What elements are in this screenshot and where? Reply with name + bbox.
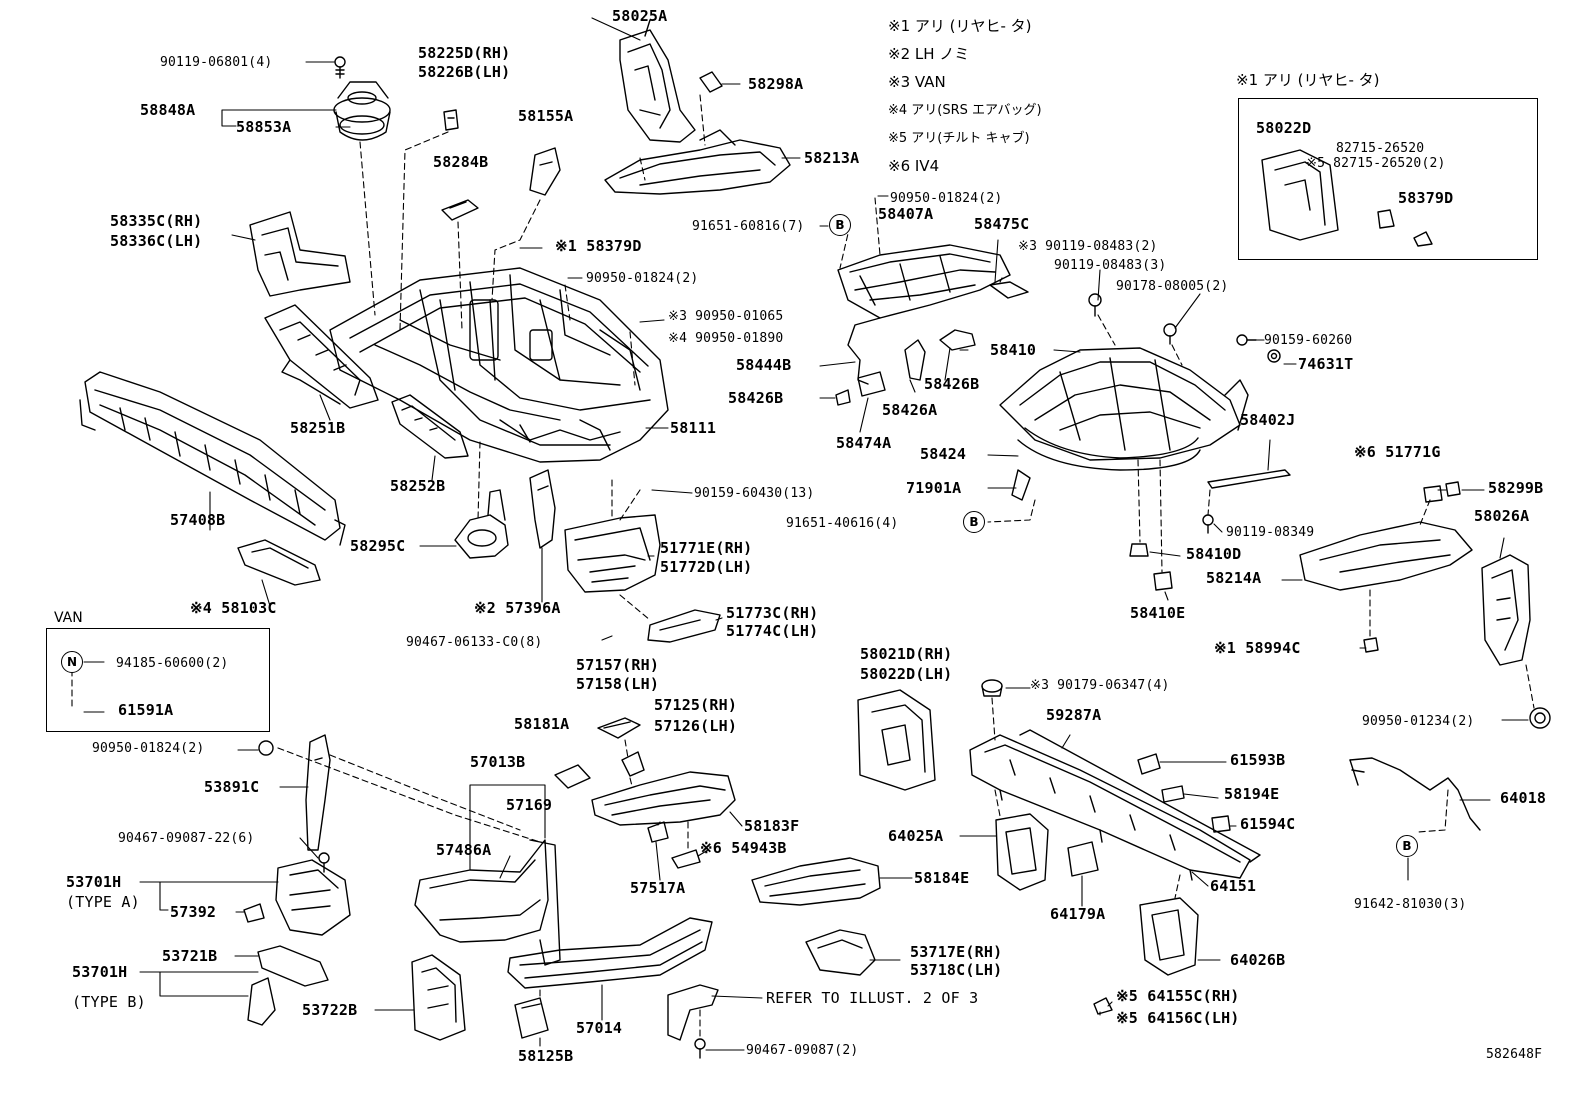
frame-58183F [591,771,736,826]
frame-57013B [414,839,561,966]
panel-58214A [1299,521,1473,591]
bracket-58474A [857,371,886,397]
bracket-58426A [904,339,926,381]
inset-bracket-58379D [1413,231,1433,247]
cable-64018 [1349,757,1481,831]
bracket-53721B [247,945,329,1026]
bracket-58299B [1445,481,1461,497]
cross-member-57408B [79,371,346,546]
bracket-61593B [1137,753,1161,775]
frame-58184E [751,857,881,906]
grommet-90950-01824 [258,740,274,756]
grommet-58848A [333,81,391,141]
inset-clip-82715 [1377,209,1395,229]
inset-panel-58022D [1261,149,1339,241]
panel-58213A [604,129,791,195]
bracket-58284B [441,199,479,221]
bracket-58155A [529,147,561,196]
bracket-58252B [391,394,469,459]
rail-57014 [507,917,713,989]
bracket-refer [667,984,719,1041]
bolt-90119-08349 [1202,514,1214,534]
bracket-58426B [939,329,976,351]
floor-pan-58111 [329,267,669,463]
bracket-57157 [597,717,641,739]
clip-58994C [1363,637,1379,653]
bolt-90119-08483 [1088,293,1102,317]
panel-58025A [619,19,696,143]
grommet-58410D [1129,543,1149,557]
bracket-53701H-type-a [275,859,351,936]
nut-74631T [1267,349,1281,363]
bracket-57125 [621,751,645,777]
rod-58444B [847,317,881,385]
panel-58026A [1481,554,1531,666]
bracket-64155C [1093,997,1113,1015]
clip-90178-08005 [1163,323,1177,345]
bracket-58225D [443,109,459,131]
block-64179A [1067,841,1099,877]
grommet-90950-01234 [1529,707,1551,729]
panel-58021D [857,689,936,791]
bracket-58335C [249,211,351,297]
hook-71901A [1011,469,1031,501]
bracket-58103C [237,539,321,586]
bracket-61594C [1211,815,1231,833]
bracket-58295C [454,489,509,559]
cover-51773C [647,609,721,643]
cross-member-58251B [264,304,379,409]
bracket-51771G [1423,485,1443,503]
bracket-57396A [529,469,556,549]
mount-64026B [1139,897,1199,976]
mount-64025A [995,813,1049,891]
bracket-53717E [805,929,876,976]
block-58125B [514,997,549,1039]
floor-pan-58410 [999,347,1249,461]
grommet-58410E [1153,571,1173,591]
frame-59287A [969,729,1261,881]
bracket-58298A [699,71,723,93]
clip-58426B [835,389,851,406]
bracket-54943B [671,849,701,869]
floor-pan-58407A [837,244,1011,319]
panel-53722B [411,954,466,1041]
bolt-90467-09087 [694,1038,706,1059]
grommet-90179-06347 [981,679,1003,697]
bolt-90119-06801 [334,56,346,79]
bracket-58194E [1161,785,1185,803]
bracket-57392 [243,903,265,923]
rod-58424 [1017,427,1201,471]
bracket-58475C [989,281,1029,299]
step-51771E [564,514,661,593]
bracket-58181A [554,764,591,789]
bracket-53891C [305,734,331,851]
bar-58402J [1207,469,1291,489]
